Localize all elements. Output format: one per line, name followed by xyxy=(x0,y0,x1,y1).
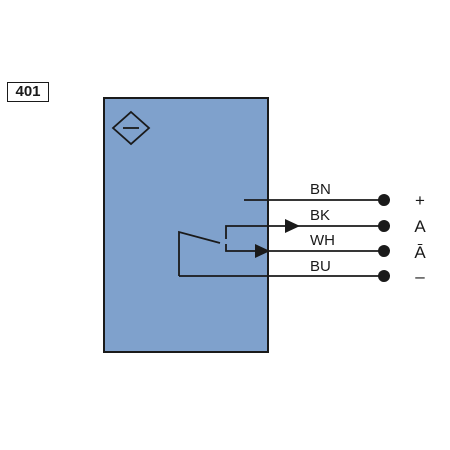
terminal-dot-wh xyxy=(378,245,390,257)
terminal-label-plus: + xyxy=(415,191,425,210)
wire-label-bu: BU xyxy=(310,258,331,275)
terminal-label-minus: – xyxy=(415,267,425,286)
wire-label-bn: BN xyxy=(310,181,331,198)
wire-wh-arrow-icon xyxy=(255,244,270,258)
wire-label-bk: BK xyxy=(310,207,330,224)
terminal-label-a-bar: Ā xyxy=(414,243,426,262)
terminal-dot-bk xyxy=(378,220,390,232)
wire-wh xyxy=(225,244,384,252)
wire-label-wh: WH xyxy=(310,232,335,249)
terminal-label-a: A xyxy=(414,217,426,236)
switch-contact xyxy=(178,230,221,276)
terminal-dot-bn xyxy=(378,194,390,206)
wire-bk-arrow-icon xyxy=(285,219,300,233)
sensor-housing xyxy=(103,97,269,353)
sensor-symbol-icon xyxy=(111,110,151,146)
wire-bk xyxy=(225,225,384,239)
diagram-code-label: 401 xyxy=(7,82,49,102)
terminal-dot-bu xyxy=(378,270,390,282)
